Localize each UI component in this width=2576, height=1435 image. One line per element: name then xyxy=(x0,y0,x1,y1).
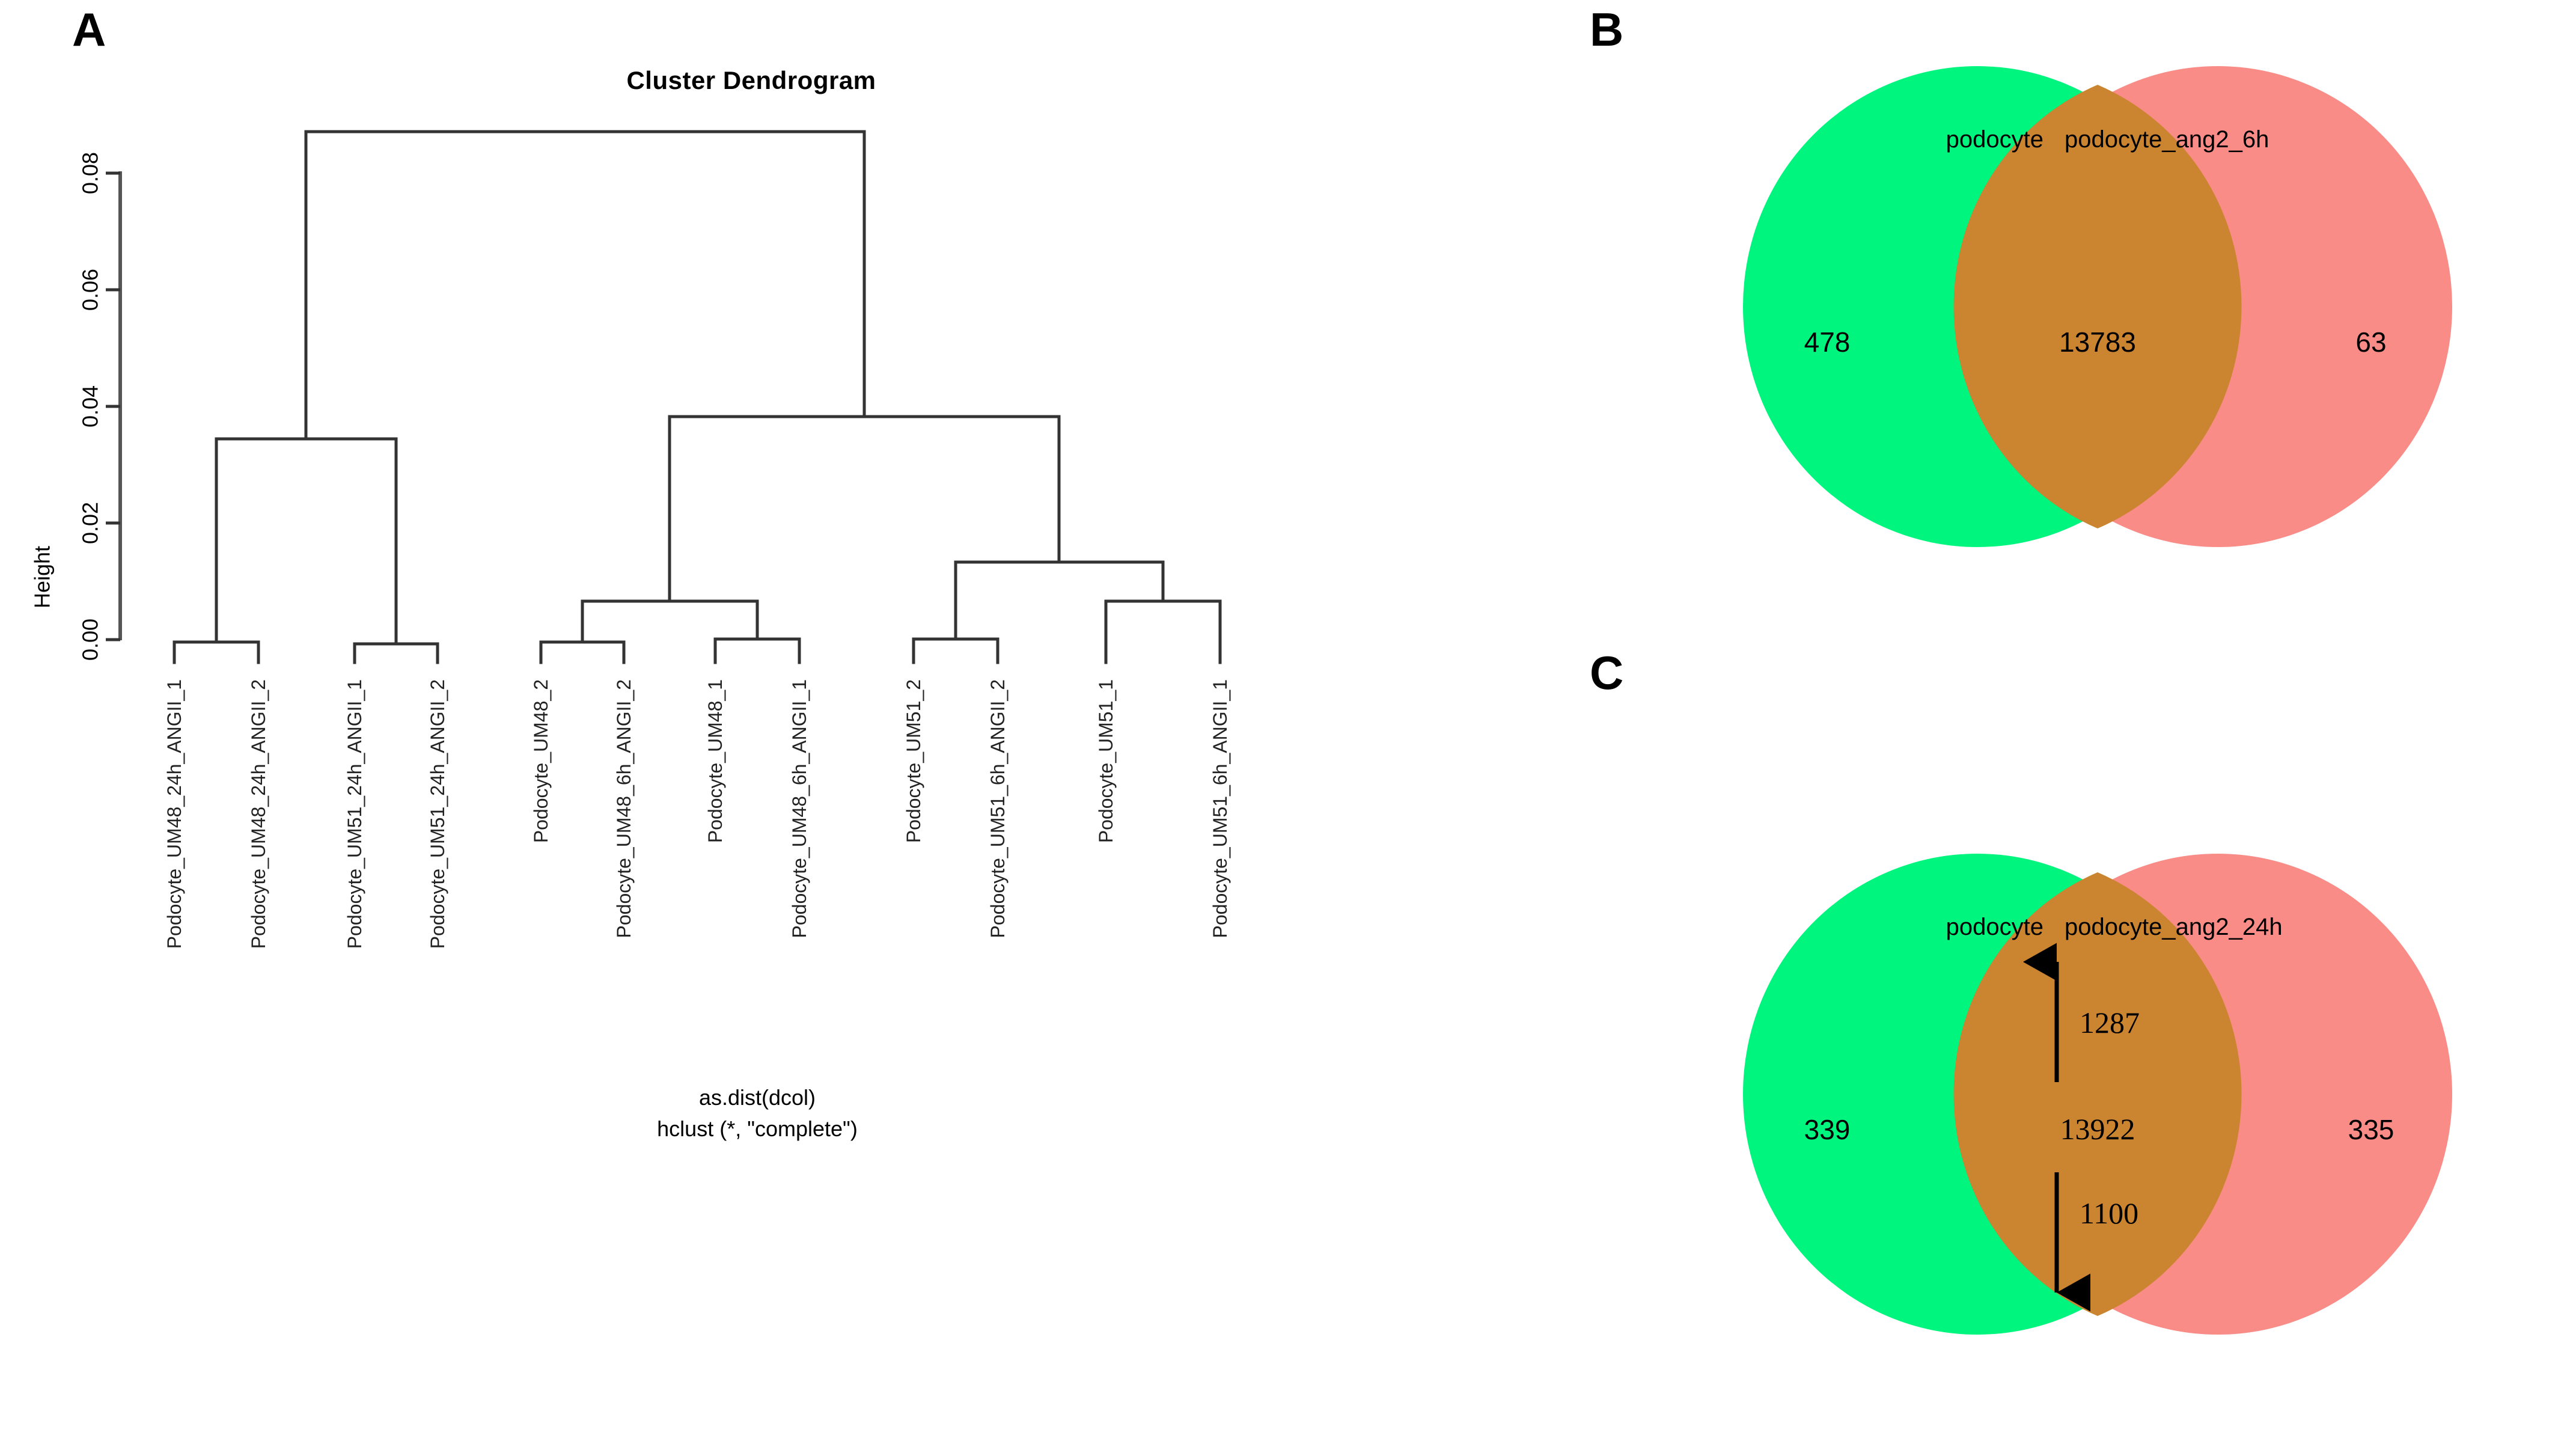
venn-c-left-set-label: podocyte xyxy=(1946,914,2043,940)
venn-c-intersection-count: 13922 xyxy=(2060,1112,2135,1146)
leaf-label-1: Podocyte_UM48_24h_ANGII_2 xyxy=(248,679,269,949)
venn-c-overlap-region xyxy=(1953,872,2242,1316)
leaf-label-10: Podocyte_UM51_1 xyxy=(1095,679,1117,843)
y-tick-label-0-08: 0.08 xyxy=(78,152,103,194)
venn-c-down-count: 1100 xyxy=(2080,1196,2138,1230)
y-tick-label-0-00: 0.00 xyxy=(78,619,103,661)
leaf-label-5: Podocyte_UM48_6h_ANGII_2 xyxy=(613,679,635,938)
dendrogram-caption: as.dist(dcol) hclust (*, "complete") xyxy=(529,1082,986,1145)
venn-c-right-count: 335 xyxy=(2348,1114,2394,1145)
leaf-label-9: Podocyte_UM51_6h_ANGII_2 xyxy=(987,679,1009,938)
venn-b-overlap-region xyxy=(1953,85,2242,528)
dendrogram-caption-line1: as.dist(dcol) xyxy=(698,1085,816,1110)
dendrogram-leaf-labels: Podocyte_UM48_24h_ANGII_1 Podocyte_UM48_… xyxy=(163,679,1231,949)
venn-c-right-set-label: podocyte_ang2_24h xyxy=(2065,914,2283,940)
leaf-label-4: Podocyte_UM48_2 xyxy=(530,679,552,843)
panel-label-a: A xyxy=(72,3,106,56)
y-axis-ticks xyxy=(106,171,120,641)
y-tick-label-0-02: 0.02 xyxy=(78,502,103,544)
venn-b-right-count: 63 xyxy=(2355,326,2386,358)
panel-c-venn: podocyte podocyte_ang2_24h 1287 13922 11… xyxy=(1623,782,2572,1395)
venn-b-right-set-label: podocyte_ang2_6h xyxy=(2065,126,2269,153)
leaf-label-3: Podocyte_UM51_24h_ANGII_2 xyxy=(427,679,448,949)
leaf-label-2: Podocyte_UM51_24h_ANGII_1 xyxy=(344,679,365,949)
venn-b-left-count: 478 xyxy=(1804,326,1851,358)
panel-b-venn: podocyte podocyte_ang2_6h 478 13783 63 xyxy=(1623,36,2572,577)
dendrogram-tree xyxy=(172,130,1222,664)
y-axis-title: Height xyxy=(30,546,55,608)
venn-diagram-c: podocyte podocyte_ang2_24h 1287 13922 11… xyxy=(1743,854,2452,1335)
leaf-label-0: Podocyte_UM48_24h_ANGII_1 xyxy=(163,679,185,949)
panel-a-dendrogram: A Cluster Dendrogram 0.08 0.06 0.04 0.02… xyxy=(30,3,1232,1145)
y-tick-label-0-06: 0.06 xyxy=(78,269,103,311)
panel-label-b: B xyxy=(1590,3,1624,56)
dendrogram-plot: 0.08 0.06 0.04 0.02 0.00 Height xyxy=(30,130,1231,949)
leaf-label-8: Podocyte_UM51_2 xyxy=(903,679,924,843)
dendrogram-caption-line2: hclust (*, "complete") xyxy=(657,1116,858,1142)
y-tick-label-0-04: 0.04 xyxy=(78,385,103,427)
venn-diagram-b: podocyte podocyte_ang2_6h 478 13783 63 xyxy=(1743,66,2452,547)
leaf-label-7: Podocyte_UM48_6h_ANGII_1 xyxy=(789,679,810,938)
leaf-label-6: Podocyte_UM48_1 xyxy=(704,679,726,843)
venn-b-intersection-count: 13783 xyxy=(2059,326,2136,358)
leaf-label-11: Podocyte_UM51_6h_ANGII_1 xyxy=(1209,679,1231,938)
venn-c-left-count: 339 xyxy=(1804,1114,1851,1145)
venn-c-up-count: 1287 xyxy=(2080,1006,2140,1039)
dendrogram-title: Cluster Dendrogram xyxy=(626,66,876,94)
panel-label-c: C xyxy=(1590,646,1624,699)
venn-b-left-set-label: podocyte xyxy=(1946,126,2043,153)
